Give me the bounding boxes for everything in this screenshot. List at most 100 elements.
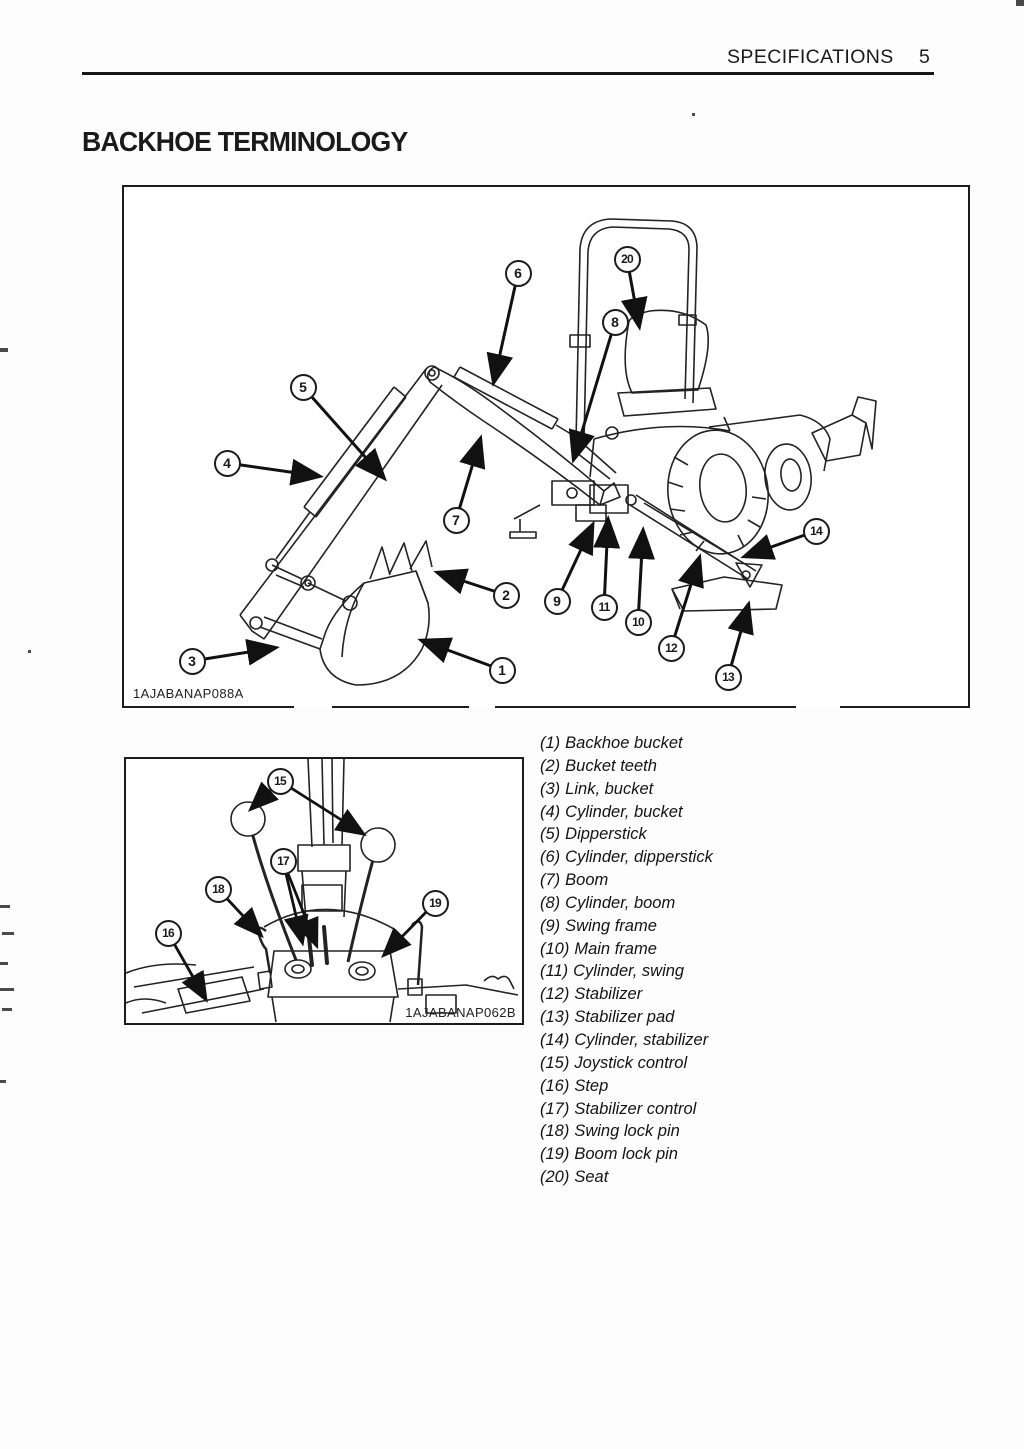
- legend-item-label: Main frame: [574, 939, 657, 958]
- boom-column: [263, 759, 395, 930]
- scan-artifact: [0, 348, 8, 352]
- scan-artifact: [2, 1008, 12, 1011]
- legend-item: (2)Bucket teeth: [540, 755, 713, 778]
- controls-drawing: [126, 759, 519, 1023]
- legend-item-number: (4): [540, 802, 561, 821]
- rear-wheel: [667, 429, 769, 555]
- terminology-legend: (1)Backhoe bucket (2)Bucket teeth (3)Lin…: [540, 732, 713, 1189]
- legend-item: (10)Main frame: [540, 938, 713, 961]
- legend-item: (6)Cylinder, dipperstick: [540, 846, 713, 869]
- figure-backhoe-overview: 6 20 8 5 4 7 2 9 11 10 12 13 14 3 1 1AJA…: [122, 185, 970, 708]
- header-section-title: SPECIFICATIONS: [727, 46, 894, 68]
- scan-artifact: [0, 1080, 6, 1083]
- legend-item: (16)Step: [540, 1075, 713, 1098]
- callout-18: 18: [204, 875, 232, 903]
- header-page-number: 5: [919, 46, 930, 68]
- callout-8: 8: [601, 308, 629, 336]
- legend-item-label: Cylinder, bucket: [565, 802, 683, 821]
- legend-item-number: (3): [540, 779, 561, 798]
- legend-item-label: Cylinder, boom: [565, 893, 676, 912]
- legend-item-label: Cylinder, swing: [573, 962, 685, 981]
- figure-code-controls: 1AJABANAP062B: [405, 1005, 516, 1020]
- callout-19: 19: [421, 889, 449, 917]
- callout-7: 7: [442, 506, 470, 534]
- legend-item-number: (17): [540, 1099, 570, 1118]
- legend-item-number: (16): [540, 1076, 570, 1095]
- legend-item-number: (15): [540, 1053, 570, 1072]
- scan-artifact: [2, 932, 14, 935]
- seat: [617, 309, 717, 417]
- legend-item-number: (8): [540, 893, 561, 912]
- legend-item-label: Stabilizer control: [574, 1099, 697, 1118]
- legend-item: (5)Dipperstick: [540, 823, 713, 846]
- backhoe-drawing: [191, 218, 877, 686]
- legend-item-label: Boom lock pin: [574, 1145, 678, 1164]
- scan-artifact: [692, 113, 695, 116]
- legend-item: (1)Backhoe bucket: [540, 732, 713, 755]
- scan-artifact: [469, 705, 495, 708]
- callout-12: 12: [657, 634, 685, 662]
- header-rule: [82, 72, 934, 75]
- legend-item-label: Cylinder, dipperstick: [565, 848, 713, 867]
- swing-main-frame: [509, 480, 629, 539]
- legend-item: (7)Boom: [540, 869, 713, 892]
- legend-item: (11)Cylinder, swing: [540, 960, 713, 983]
- callout-6: 6: [504, 259, 532, 287]
- callout-13: 13: [714, 663, 742, 691]
- callout-15: 15: [266, 767, 294, 795]
- legend-item-number: (20): [540, 1168, 570, 1187]
- legend-item-number: (13): [540, 1008, 570, 1027]
- callout-5: 5: [289, 373, 317, 401]
- boom-lock-pin: [407, 920, 424, 996]
- scan-artifact: [28, 650, 31, 653]
- legend-item: (13)Stabilizer pad: [540, 1006, 713, 1029]
- legend-item-number: (6): [540, 848, 561, 867]
- stabilizer-assembly: [625, 494, 783, 612]
- callout-4: 4: [213, 449, 241, 477]
- legend-item-number: (5): [540, 825, 561, 844]
- legend-item: (17)Stabilizer control: [540, 1098, 713, 1121]
- scan-artifact: [0, 962, 8, 965]
- right-fender: [397, 975, 519, 1014]
- legend-item-label: Cylinder, stabilizer: [574, 1030, 709, 1049]
- front-wheel: [764, 443, 812, 511]
- callout-11: 11: [590, 593, 618, 621]
- legend-item: (15)Joystick control: [540, 1052, 713, 1075]
- callout-17: 17: [269, 847, 297, 875]
- callout-3: 3: [178, 647, 206, 675]
- legend-item-label: Link, bucket: [565, 779, 654, 798]
- step-platform: [126, 963, 265, 1014]
- legend-item: (12)Stabilizer: [540, 983, 713, 1006]
- legend-item: (20)Seat: [540, 1166, 713, 1189]
- legend-item: (14)Cylinder, stabilizer: [540, 1029, 713, 1052]
- legend-item-number: (2): [540, 756, 561, 775]
- figure-code-main: 1AJABANAP088A: [133, 686, 244, 701]
- legend-item-label: Swing lock pin: [574, 1122, 680, 1141]
- legend-item-label: Seat: [574, 1168, 609, 1187]
- legend-item-number: (18): [540, 1122, 570, 1141]
- legend-item-label: Stabilizer: [574, 985, 643, 1004]
- legend-item-label: Joystick control: [574, 1053, 688, 1072]
- control-console: [267, 950, 399, 1023]
- callout-10: 10: [624, 608, 652, 636]
- legend-item-number: (14): [540, 1030, 570, 1049]
- legend-item-number: (19): [540, 1145, 570, 1164]
- scan-artifact: [0, 988, 14, 991]
- scan-artifact: [294, 705, 332, 708]
- bucket: [319, 540, 433, 686]
- callout-2: 2: [492, 581, 520, 609]
- scan-artifact: [0, 905, 10, 908]
- page-title: BACKHOE TERMINOLOGY: [82, 125, 408, 157]
- legend-item-label: Stabilizer pad: [574, 1008, 675, 1027]
- legend-item: (9)Swing frame: [540, 915, 713, 938]
- scan-artifact: [1016, 0, 1024, 6]
- bucket-links: [249, 564, 358, 650]
- callout-9: 9: [543, 587, 571, 615]
- dipperstick-cylinder: [453, 366, 587, 444]
- rops-frame: [569, 218, 698, 444]
- legend-item: (19)Boom lock pin: [540, 1143, 713, 1166]
- legend-item-label: Boom: [565, 871, 609, 890]
- legend-item-number: (10): [540, 939, 570, 958]
- callout-arrows: [191, 258, 817, 678]
